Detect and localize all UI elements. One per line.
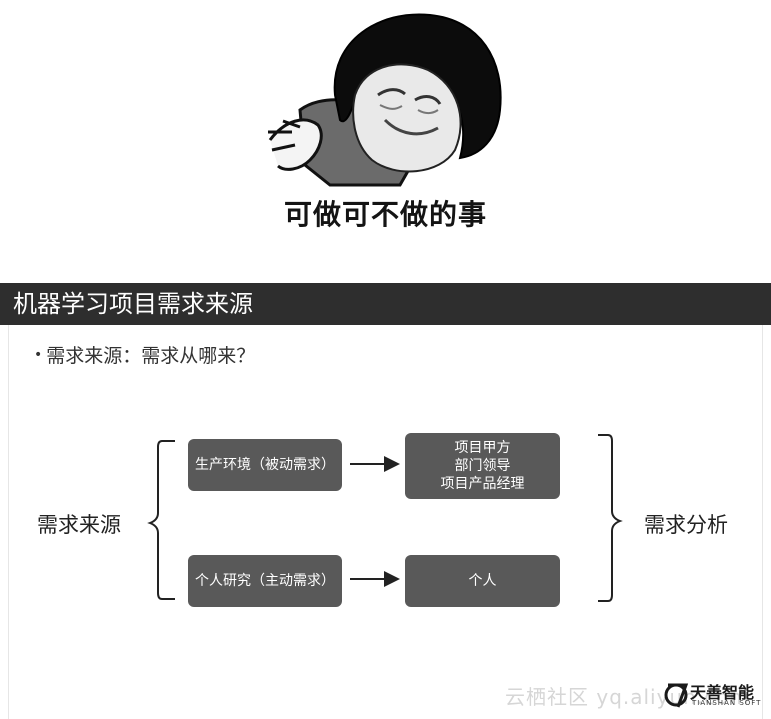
logo-name-en: TIANSHAN SOFT <box>692 699 762 707</box>
right-brace <box>598 434 623 602</box>
meme-caption: 可做可不做的事 <box>283 198 487 231</box>
left-brace <box>147 440 175 600</box>
diagram-connectors <box>147 434 623 602</box>
slide-title-bar: 机器学习项目需求来源 <box>0 283 771 325</box>
individual-box: 个人 <box>405 555 560 607</box>
slide-frame <box>8 283 763 719</box>
bullet-text: 需求来源：需求从哪来？ <box>46 345 256 367</box>
stakeholder-line: 项目甲方 <box>454 440 511 456</box>
requirement-source-label: 需求来源 <box>37 513 121 537</box>
stakeholders-box: 项目甲方 部门领导 项目产品经理 <box>405 433 560 499</box>
logo-name-cn: 天善智能 <box>690 683 755 702</box>
meme-image: 可做可不做的事 <box>0 0 771 255</box>
personal-research-box: 个人研究（主动需求） <box>188 555 342 607</box>
meme-illustration <box>268 13 502 187</box>
slide: 机器学习项目需求来源 •需求来源：需求从哪来？ 需求来源 需求分析 生产环境（被… <box>0 283 771 719</box>
requirement-analysis-label: 需求分析 <box>644 513 728 537</box>
watermark: 云栖社区 yq.aliyun.com <box>505 685 750 709</box>
slide-title: 机器学习项目需求来源 <box>13 290 253 318</box>
tianshan-logo: 天善智能 TIANSHAN SOFT <box>664 677 764 713</box>
stakeholder-line: 项目产品经理 <box>440 476 525 492</box>
production-environment-box: 生产环境（被动需求） <box>188 439 342 491</box>
bullet-point: •需求来源：需求从哪来？ <box>34 341 255 370</box>
logo-mark-icon <box>664 683 689 708</box>
stakeholder-line: 部门领导 <box>454 458 511 474</box>
bullet-marker: • <box>34 347 43 363</box>
